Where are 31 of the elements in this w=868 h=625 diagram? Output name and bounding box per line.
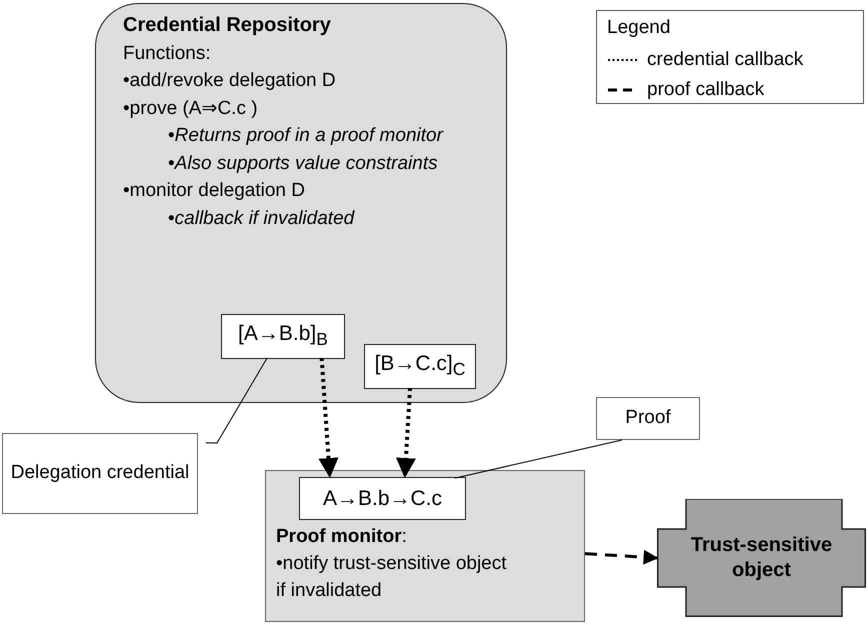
legend-text: proof callback xyxy=(647,79,764,101)
leader-line xyxy=(454,440,622,479)
arrow xyxy=(318,358,338,478)
list-item: Functions: xyxy=(123,42,212,66)
list-item: •Returns proof in a proof monitor xyxy=(167,124,444,148)
credential-box xyxy=(221,314,345,359)
legend-title: Legend xyxy=(607,17,672,39)
heading: Proof monitor: xyxy=(276,525,408,549)
credential-label: [B→C.c]$_{C}$ xyxy=(374,352,466,381)
callout-text: Proof xyxy=(625,406,671,430)
credential-box xyxy=(299,477,466,520)
callout-text: Delegation credential xyxy=(10,461,190,486)
credential-label: [A→B.b]$_{B}$ xyxy=(238,322,328,351)
callout-box xyxy=(596,397,700,440)
credential-box xyxy=(364,344,476,389)
list-item: •monitor delegation D xyxy=(123,179,306,203)
list-item: •callback if invalidated xyxy=(167,206,356,230)
list-item: •prove (A⇒C.c ) xyxy=(123,96,259,120)
arrow xyxy=(396,388,416,478)
repository-panel xyxy=(95,3,507,403)
arrow xyxy=(584,550,658,565)
monitor-panel xyxy=(265,470,585,622)
list-item: •Also supports value constraints xyxy=(167,152,439,176)
object-label: Trust-sensitive object xyxy=(690,533,834,583)
callout-box xyxy=(2,433,198,514)
list-item: •add/revoke delegation D xyxy=(123,69,337,93)
heading: Credential Repository xyxy=(123,13,332,38)
description-text: •notify trust-sensitive object if invalidated xyxy=(276,552,508,603)
legend-text: credential callback xyxy=(647,49,804,71)
leader-line xyxy=(205,358,268,444)
credential-label: A→B.b→C.c xyxy=(322,486,442,512)
